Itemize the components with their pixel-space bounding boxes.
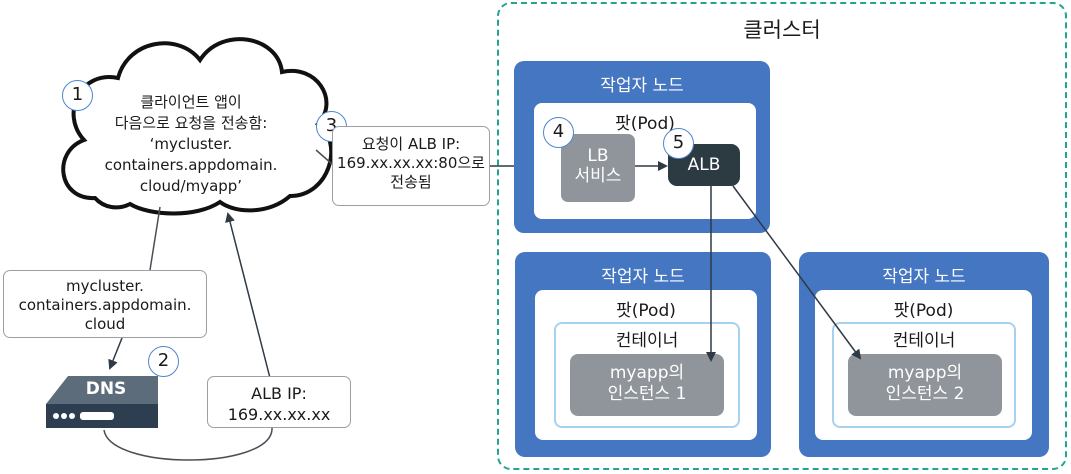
dns-reply-line-2: 169.xx.xx.xx (227, 405, 331, 424)
dns-query-line-2: containers.appdomain. (18, 296, 192, 314)
request-line-2: 169.xx.xx.xx:80으로 (337, 154, 485, 172)
cluster-title: 클러스터 (743, 18, 821, 42)
app-instance-2-line-2: 인스턴스 2 (885, 384, 965, 404)
app-instance-1-line-1: myapp의 (609, 363, 685, 383)
worker-node-3-title: 작업자 노드 (882, 267, 966, 287)
worker-node-1-title: 작업자 노드 (600, 76, 684, 96)
client-line-4: containers.appdomain. (104, 156, 278, 174)
app-instance-1-line-2: 인스턴스 1 (607, 384, 687, 404)
pod-2: 팟(Pod) 컨테이너 myapp의 인스턴스 1 (535, 290, 757, 440)
client-line-2: 다음으로 요청을 전송함: (114, 114, 268, 132)
pod-2-title: 팟(Pod) (616, 301, 676, 321)
step-badge-2: 2 (148, 346, 179, 377)
dns-reply-label: ALB IP: 169.xx.xx.xx (207, 376, 351, 428)
container-2: 컨테이너 myapp의 인스턴스 1 (554, 322, 740, 428)
client-line-5: cloud/myapp’ (139, 177, 243, 195)
worker-node-2: 작업자 노드 팟(Pod) 컨테이너 myapp의 인스턴스 1 (515, 252, 771, 457)
cluster-boundary: 클러스터 (497, 2, 1067, 470)
pod-1-title: 팟(Pod) (615, 114, 675, 134)
step-badge-5: 5 (663, 128, 694, 159)
dns-label: DNS (85, 379, 127, 399)
dns-query-label: mycluster. containers.appdomain. cloud (3, 270, 207, 338)
client-line-1: 클라이언트 앱이 (140, 93, 242, 111)
client-line-3: ‘mycluster. (149, 135, 233, 153)
step-badge-4: 4 (543, 117, 574, 148)
pod-3-title: 팟(Pod) (893, 301, 954, 321)
worker-node-3: 작업자 노드 팟(Pod) 컨테이너 myapp의 인스턴스 2 (799, 252, 1049, 457)
worker-node-2-title: 작업자 노드 (601, 267, 685, 287)
container-3-title: 컨테이너 (892, 331, 956, 351)
app-instance-2: myapp의 인스턴스 2 (848, 354, 1002, 416)
request-line-3: 전송됨 (390, 173, 432, 191)
dns-reply-line-1: ALB IP: (251, 384, 307, 403)
container-3: 컨테이너 myapp의 인스턴스 2 (832, 322, 1016, 428)
dns-query-line-1: mycluster. (66, 277, 144, 295)
lb-service-line-2: 서비스 (574, 166, 622, 186)
lb-service-line-1: LB (587, 146, 609, 166)
request-label: 요청이 ALB IP: 169.xx.xx.xx:80으로 전송됨 (332, 126, 490, 206)
pod-3: 팟(Pod) 컨테이너 myapp의 인스턴스 2 (815, 290, 1032, 440)
dns-query-line-3: cloud (84, 315, 126, 333)
container-2-title: 컨테이너 (615, 331, 679, 351)
request-line-1: 요청이 ALB IP: (361, 135, 461, 153)
app-instance-2-line-1: myapp의 (887, 363, 963, 383)
step-badge-1: 1 (62, 80, 93, 111)
client-request-text: 클라이언트 앱이 다음으로 요청을 전송함: ‘mycluster. conta… (86, 92, 296, 197)
app-instance-1: myapp의 인스턴스 1 (570, 354, 724, 416)
lb-service-box: LB 서비스 (561, 134, 635, 202)
dns-server-icon (46, 376, 158, 428)
